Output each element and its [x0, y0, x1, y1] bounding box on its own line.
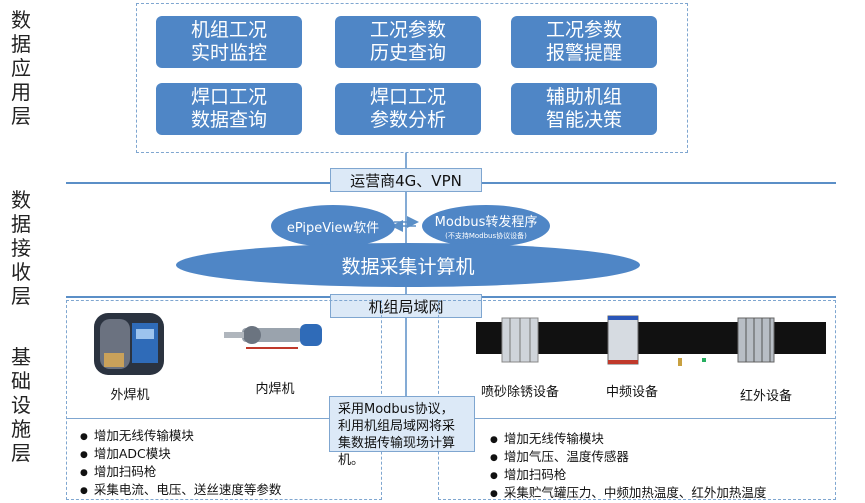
app-history-query-button[interactable]: 工况参数历史查询 — [335, 16, 481, 68]
layer-label-receive: 数据接收层 — [11, 188, 31, 308]
modbus-note: (不支持Modbus协议设备) — [445, 232, 527, 240]
pipe-process-image — [476, 315, 826, 366]
data-computer-label: 数据采集计算机 — [341, 255, 475, 278]
midfreq-label: 中频设备 — [605, 385, 658, 400]
process-bullet-list: 增加无线传输模块 增加气压、温度传感器 增加扫码枪 采集贮气罐压力、中频加热温度… — [490, 431, 767, 503]
layer-label-app: 数据应用层 — [11, 8, 31, 128]
app-line1: 机组工况 — [190, 19, 267, 41]
list-item: 增加扫码枪 — [490, 467, 766, 485]
app-line2: 数据查询 — [190, 109, 267, 131]
inner-welder-image — [224, 324, 322, 349]
process-divider — [438, 418, 836, 419]
app-line2: 历史查询 — [369, 42, 446, 64]
outer-welder-image — [94, 313, 164, 375]
app-line1: 工况参数 — [545, 19, 622, 41]
welder-divider — [66, 418, 382, 419]
infrared-label: 红外设备 — [739, 389, 792, 404]
data-computer-node: 数据采集计算机 — [176, 243, 640, 287]
app-line1: 辅助机组 — [545, 86, 622, 108]
list-item: 采集电流、电压、送丝速度等参数 — [80, 482, 282, 500]
outer-welder-label: 外焊机 — [110, 388, 150, 403]
app-line2: 实时监控 — [190, 42, 267, 64]
app-line2: 参数分析 — [369, 109, 446, 131]
modbus-node: Modbus转发程序 (不支持Modbus协议设备) — [422, 205, 550, 247]
app-realtime-monitor-button[interactable]: 机组工况实时监控 — [156, 16, 302, 68]
carrier-network-box: 运营商4G、VPN — [330, 168, 482, 192]
list-item: 增加无线传输模块 — [80, 428, 281, 446]
app-decision-button[interactable]: 辅助机组智能决策 — [511, 83, 657, 135]
layer-label-infra: 基础设施层 — [11, 345, 31, 465]
app-layer-frame — [136, 3, 688, 153]
app-line2: 智能决策 — [545, 109, 622, 131]
app-line1: 焊口工况 — [190, 86, 267, 108]
modbus-label: Modbus转发程序 — [434, 215, 538, 230]
app-line2: 报警提醒 — [545, 42, 622, 64]
lan-network-box: 机组局域网 — [330, 294, 482, 318]
app-line1: 工况参数 — [369, 19, 446, 41]
welder-bullet-list: 增加无线传输模块 增加ADC模块 增加扫码枪 采集电流、电压、送丝速度等参数 — [80, 428, 282, 500]
app-alarm-button[interactable]: 工况参数报警提醒 — [511, 16, 657, 68]
app-weld-data-query-button[interactable]: 焊口工况数据查询 — [156, 83, 302, 135]
list-item: 采集贮气罐压力、中频加热温度、红外加热温度 — [490, 485, 767, 503]
sandblast-label: 喷砂除锈设备 — [480, 385, 559, 400]
list-item: 增加ADC模块 — [80, 446, 281, 464]
inner-welder-label: 内焊机 — [255, 382, 295, 397]
epipeview-label: ePipeView软件 — [286, 220, 380, 236]
modbus-note-box: 采用Modbus协议，利用机组局域网将采集数据传输现场计算机。 — [329, 396, 475, 468]
list-item: 增加气压、温度传感器 — [490, 449, 766, 467]
epipeview-node: ePipeView软件 — [271, 205, 395, 247]
app-weld-analysis-button[interactable]: 焊口工况参数分析 — [335, 83, 481, 135]
list-item: 增加扫码枪 — [80, 464, 281, 482]
list-item: 增加无线传输模块 — [490, 431, 766, 449]
app-line1: 焊口工况 — [369, 86, 446, 108]
